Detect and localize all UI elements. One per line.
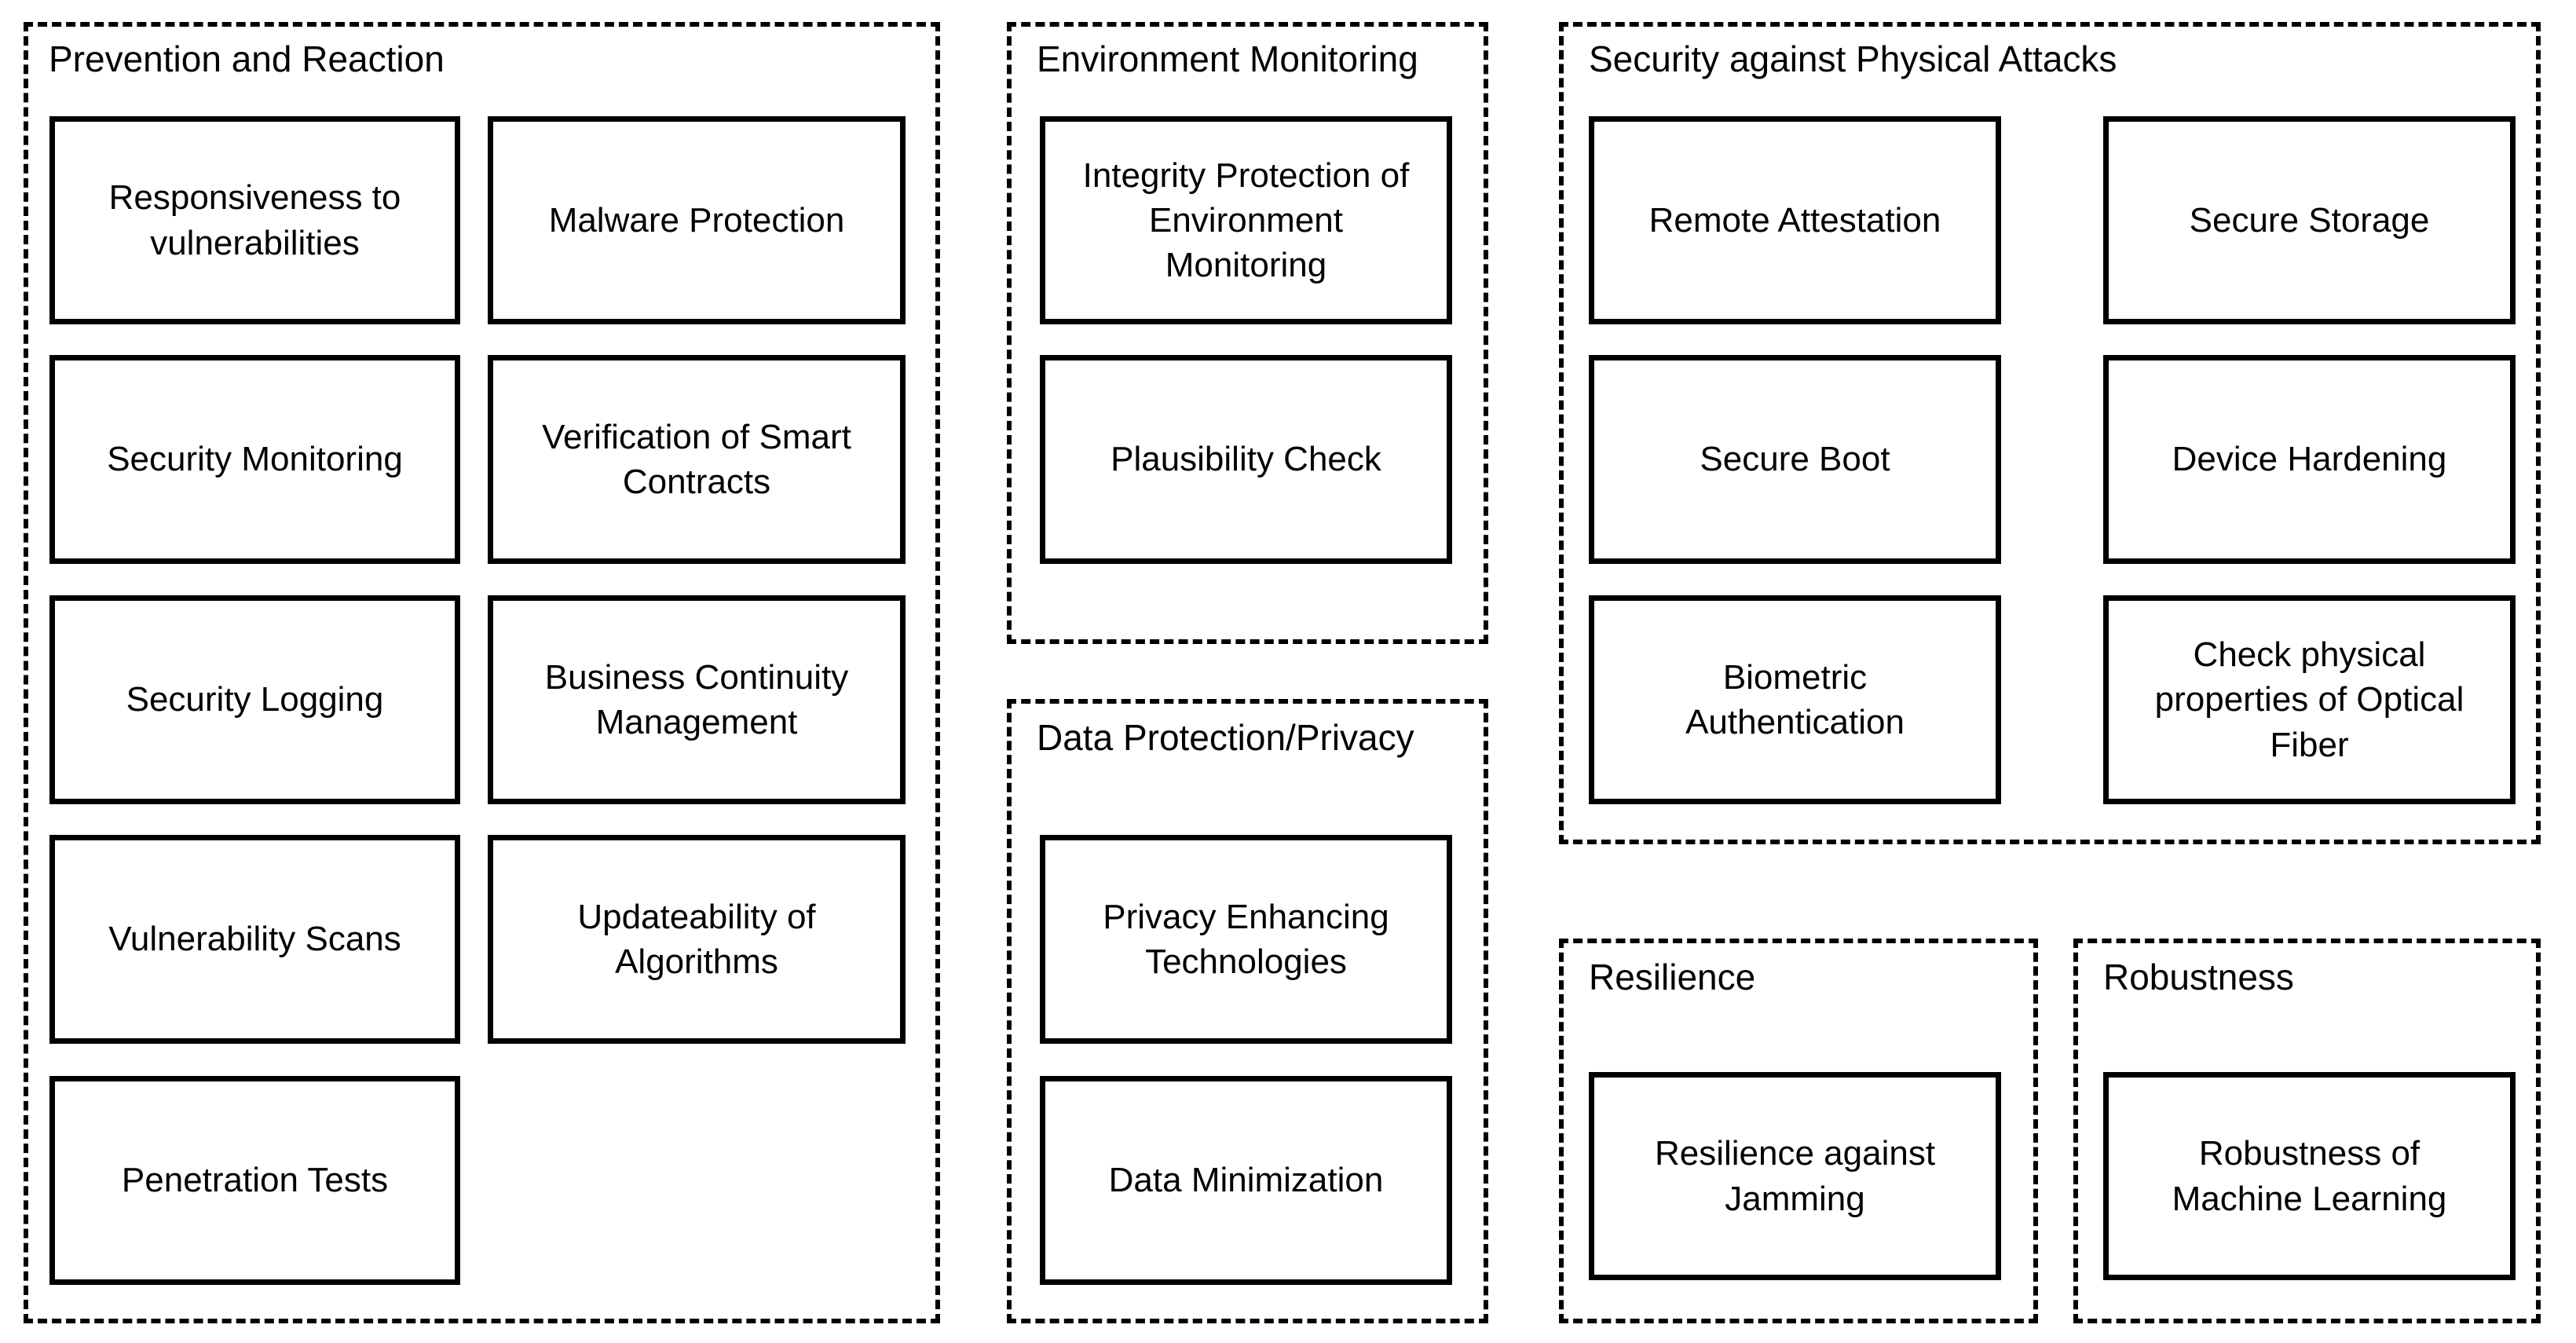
box-plausibility-check: Plausibility Check — [1040, 355, 1452, 564]
box-penetration-tests: Penetration Tests — [49, 1076, 460, 1285]
group-title-robustness: Robustness — [2103, 957, 2294, 997]
group-title-data-protection-privacy: Data Protection/Privacy — [1037, 717, 1414, 758]
box-security-monitoring: Security Monitoring — [49, 355, 460, 564]
box-security-logging: Security Logging — [49, 595, 460, 804]
box-secure-storage: Secure Storage — [2103, 116, 2516, 324]
group-title-security-against-physical-attacks: Security against Physical Attacks — [1589, 38, 2117, 79]
box-secure-boot: Secure Boot — [1589, 355, 2001, 564]
box-verification-of-smart-contracts: Verification of Smart Contracts — [488, 355, 906, 564]
box-updateability-of-algorithms: Updateability of Algorithms — [488, 835, 906, 1044]
group-title-prevention-and-reaction: Prevention and Reaction — [49, 38, 445, 79]
box-remote-attestation: Remote Attestation — [1589, 116, 2001, 324]
box-business-continuity-management: Business Continuity Management — [488, 595, 906, 804]
box-check-physical-properties-of-optical-fiber: Check physical properties of Optical Fib… — [2103, 595, 2516, 804]
box-robustness-of-machine-learning: Robustness of Machine Learning — [2103, 1072, 2516, 1280]
group-title-environment-monitoring: Environment Monitoring — [1037, 38, 1418, 79]
box-resilience-against-jamming: Resilience against Jamming — [1589, 1072, 2001, 1280]
box-data-minimization: Data Minimization — [1040, 1076, 1452, 1285]
group-title-resilience: Resilience — [1589, 957, 1756, 997]
box-vulnerability-scans: Vulnerability Scans — [49, 835, 460, 1044]
box-malware-protection: Malware Protection — [488, 116, 906, 324]
box-device-hardening: Device Hardening — [2103, 355, 2516, 564]
box-responsiveness-to-vulnerabilities: Responsiveness to vulnerabilities — [49, 116, 460, 324]
box-integrity-protection-of-environment-monitoring: Integrity Protection of Environment Moni… — [1040, 116, 1452, 324]
box-biometric-authentication: Biometric Authentication — [1589, 595, 2001, 804]
box-privacy-enhancing-technologies: Privacy Enhancing Technologies — [1040, 835, 1452, 1044]
